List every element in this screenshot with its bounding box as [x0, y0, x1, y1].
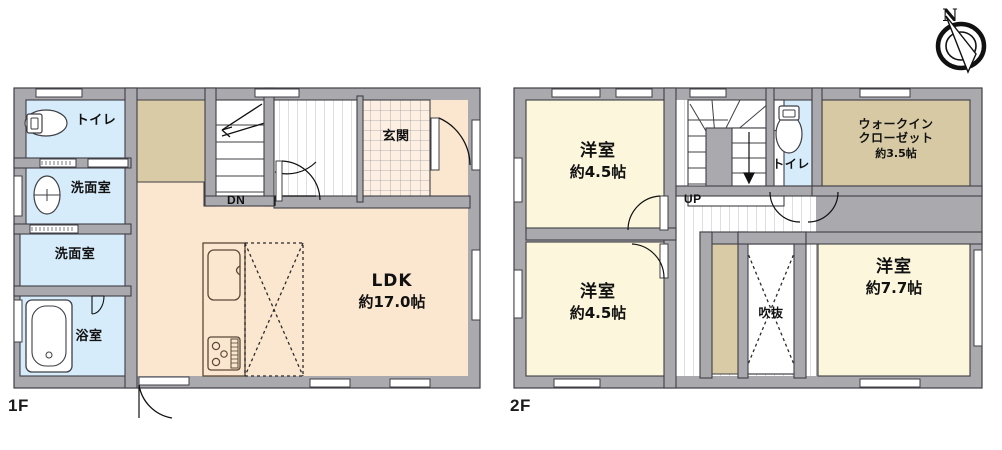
- room-label-bath-1f: 浴室: [58, 329, 120, 345]
- room-name: 洗面室: [70, 181, 112, 196]
- room-label-walk-in-closet-2f: ウォークイン クローゼット 約3.5帖: [832, 117, 960, 160]
- kitchen-counter-1f: [202, 242, 304, 377]
- room-name: 洋室: [580, 141, 616, 161]
- compass-rose: N: [924, 4, 996, 80]
- floor-label-text: 2F: [510, 396, 531, 415]
- toilet-fixture-1f: [24, 109, 68, 137]
- room-label-void-2f: 吹抜: [745, 306, 797, 321]
- room-label-bedroom-right-2f: 洋室 約7.7帖: [848, 257, 940, 297]
- room-name: 浴室: [75, 329, 103, 344]
- dn-text: DN: [227, 193, 246, 207]
- room-name: 玄関: [382, 129, 410, 144]
- room-area: 約17.0帖: [358, 292, 426, 311]
- stair-direction-marker-up: UP: [684, 192, 702, 206]
- room-name: 吹抜: [758, 306, 784, 320]
- room-name: 洗面室: [54, 247, 96, 262]
- room-name: 洋室: [580, 282, 616, 302]
- room-label-bedroom-topleft-2f: 洋室 約4.5帖: [552, 141, 644, 181]
- room-area: 約3.5帖: [875, 146, 917, 160]
- compass-north-label: N: [942, 6, 958, 26]
- room-name: トイレ: [75, 113, 117, 128]
- room-label-bedroom-bottomleft-2f: 洋室 約4.5帖: [552, 282, 644, 322]
- washbasin-fixture-1f: [33, 175, 61, 215]
- wic-line-2: クローゼット: [858, 130, 934, 145]
- room-area: 約4.5帖: [569, 162, 627, 181]
- toilet-fixture-2f: [775, 105, 803, 154]
- room-label-washroom-upper-1f: 洗面室: [50, 181, 132, 197]
- floor-2f-group: [513, 87, 983, 389]
- room-name: LDK: [371, 271, 413, 291]
- wic-line-1: ウォークイン: [858, 117, 934, 131]
- floor-label-1f: 1F: [8, 396, 29, 416]
- floor-1f-group: [13, 87, 481, 419]
- room-area: 約7.7帖: [865, 278, 923, 297]
- room-label-washroom-lower-1f: 洗面室: [32, 247, 118, 263]
- room-name: 洋室: [876, 257, 912, 277]
- room-name: トイレ: [772, 157, 810, 171]
- room-label-toilet-2f: トイレ: [768, 157, 814, 172]
- room-area: 約4.5帖: [569, 303, 627, 322]
- stair-direction-marker-dn: DN: [227, 193, 245, 207]
- room-label-toilet-1f: トイレ: [60, 113, 132, 129]
- up-text: UP: [684, 192, 702, 206]
- floor-label-2f: 2F: [510, 396, 531, 416]
- bathtub-fixture-1f: [25, 299, 73, 373]
- room-label-entry-1f: 玄関: [362, 129, 430, 145]
- room-label-ldk-1f: LDK 約17.0帖: [322, 271, 462, 311]
- floor-label-text: 1F: [8, 396, 29, 415]
